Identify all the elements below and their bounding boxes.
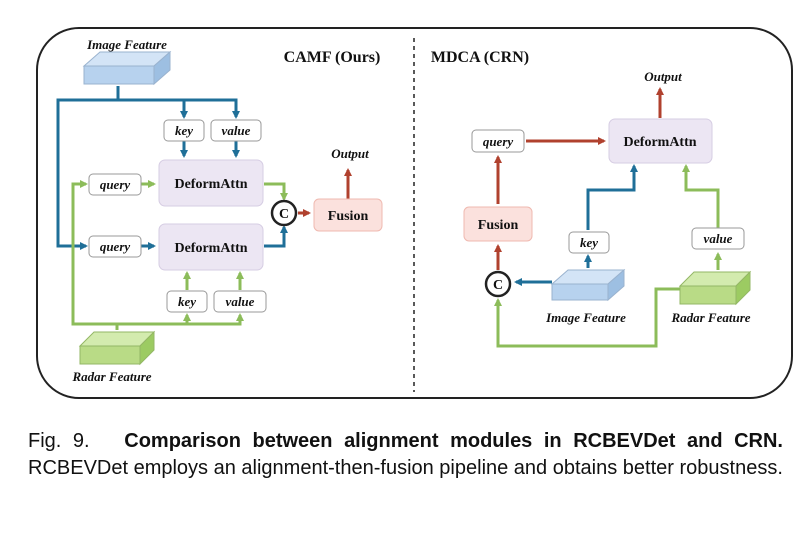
mdca-value-label: value (704, 231, 733, 246)
deform-attn-top-box (158, 159, 264, 207)
figure-frame (36, 27, 793, 399)
image-to-value-top-arrow (184, 98, 240, 119)
query-bottom-label: query (100, 239, 131, 254)
caption-fig-label: Fig. 9. (28, 430, 90, 452)
mdca-radar-feature-block (678, 270, 752, 306)
mdca-value-box (691, 227, 745, 250)
value-bottom-box (213, 290, 267, 313)
key-top-box (163, 119, 205, 142)
mdca-deform-attn-label: DeformAttn (623, 135, 696, 150)
concat-circle (270, 199, 298, 227)
mdca-image-feature-block (550, 268, 626, 302)
mdca-fusion-box (463, 206, 533, 242)
mdca-radar-to-concat-arrow (494, 287, 680, 348)
mdca-panel: MDCA (CRN) Image Feature Radar Feature (431, 49, 752, 348)
image-to-key-top-arrow (116, 86, 188, 119)
mdca-key-label: key (580, 235, 598, 250)
mdca-fusion-label: Fusion (478, 218, 519, 233)
query-top-label: query (100, 177, 131, 192)
mdca-deform-attn-box (608, 118, 713, 164)
mdca-concat-circle (484, 270, 512, 298)
deform-bottom-to-concat-arrow (264, 225, 288, 248)
mdca-key-to-deform-arrow (586, 164, 638, 230)
image-feature-label: Image Feature (86, 37, 167, 52)
concat-label: C (279, 207, 289, 222)
mdca-concat-label: C (493, 278, 503, 293)
caption-body-text: RCBEVDet employs an alignment-then-fusio… (28, 457, 783, 479)
camf-title: CAMF (Ours) (284, 49, 381, 66)
mdca-query-box (471, 129, 525, 153)
mdca-query-label: query (483, 134, 514, 149)
key-bottom-box (166, 290, 208, 313)
mdca-radar-feature-label: Radar Feature (670, 310, 750, 325)
mdca-value-to-deform-arrow (682, 164, 720, 228)
deform-attn-top-label: DeformAttn (174, 177, 247, 192)
output-label: Output (331, 146, 369, 161)
image-to-query-bottom-arrow (56, 98, 118, 250)
fusion-label: Fusion (328, 209, 369, 224)
radar-to-value-bottom-arrow (187, 313, 244, 326)
query-top-box (88, 173, 142, 196)
mdca-title: MDCA (CRN) (431, 49, 529, 66)
value-top-label: value (222, 123, 251, 138)
mdca-key-box (568, 231, 610, 254)
radar-to-key-bottom-arrow (117, 313, 191, 326)
mdca-image-feature-label: Image Feature (545, 310, 626, 325)
camf-panel: CAMF (Ours) Image Feature Radar Feature (56, 37, 383, 384)
figure-caption: Fig. 9. Comparison between alignment mod… (28, 428, 783, 482)
fusion-box (313, 198, 383, 232)
radar-to-query-top-arrow (71, 180, 119, 330)
query-bottom-box (88, 235, 142, 258)
key-bottom-label: key (178, 294, 196, 309)
deform-attn-bottom-box (158, 223, 264, 271)
deform-attn-bottom-label: DeformAttn (174, 241, 247, 256)
value-top-box (210, 119, 262, 142)
key-top-label: key (175, 123, 193, 138)
image-feature-block (82, 50, 172, 86)
mdca-output-label: Output (644, 69, 682, 84)
caption-bold-text: Comparison between alignment modules in … (124, 430, 783, 452)
alignment-diagram: CAMF (Ours) Image Feature Radar Feature (36, 27, 793, 399)
radar-feature-label: Radar Feature (71, 369, 151, 384)
radar-feature-block (78, 330, 156, 366)
value-bottom-label: value (226, 294, 255, 309)
deform-top-to-concat-arrow (264, 182, 288, 201)
